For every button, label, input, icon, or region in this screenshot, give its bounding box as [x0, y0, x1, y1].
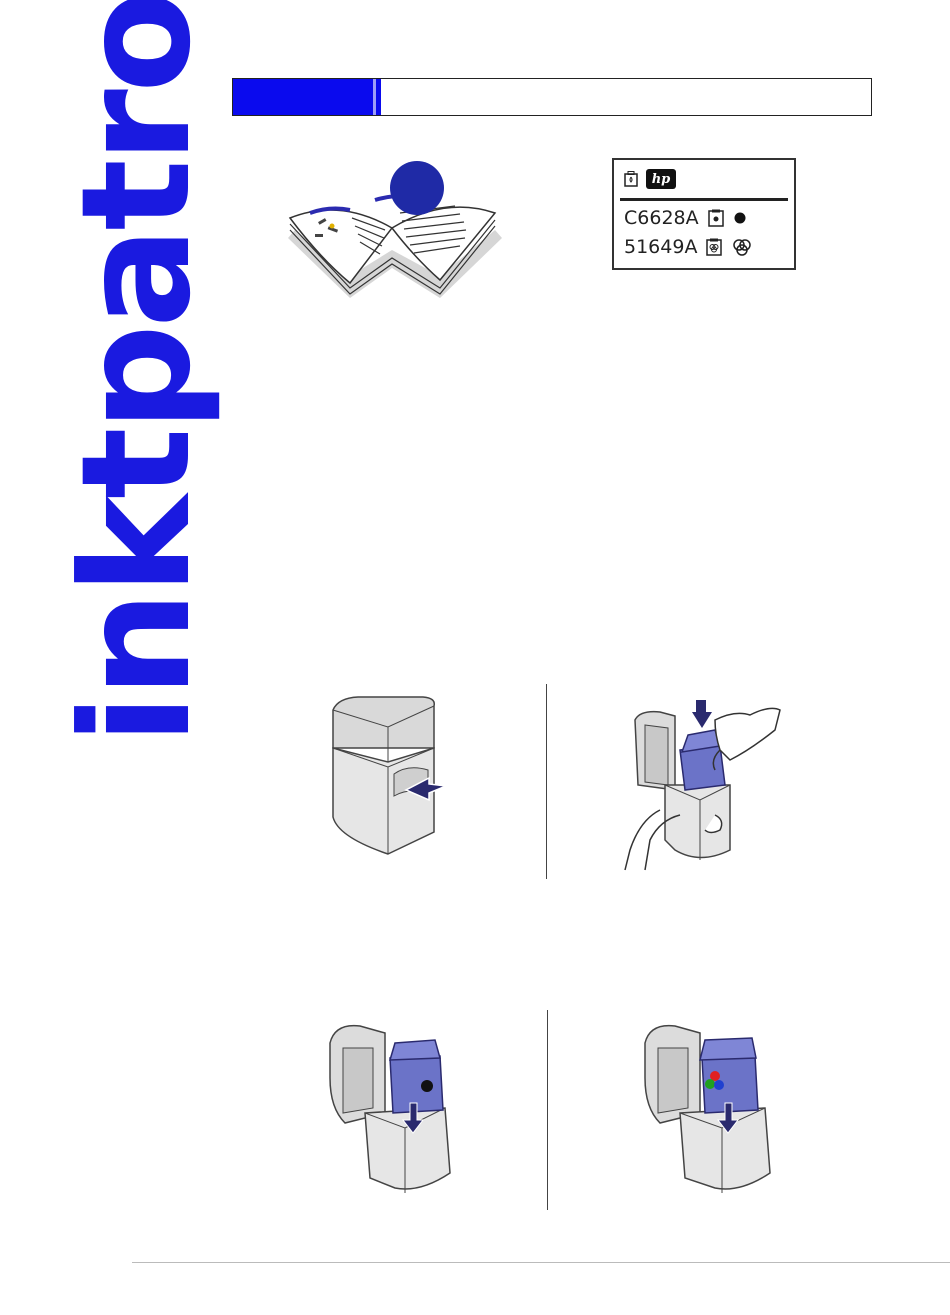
insert-black-cartridge-illustration [325, 1018, 455, 1198]
label-row-color: 51649A [624, 236, 753, 258]
color-ink-icon [731, 238, 753, 256]
insert-color-cartridge-illustration [640, 1018, 775, 1198]
label-row-black: C6628A [624, 207, 747, 229]
label-divider [620, 198, 788, 201]
part-number: C6628A [624, 207, 699, 229]
footer-rule [132, 1262, 950, 1263]
cartridge-label: hp C6628A 51649A [612, 158, 796, 270]
remove-cartridge-illustration [620, 690, 790, 875]
black-cartridge-icon [707, 209, 725, 227]
black-ink-icon [733, 211, 747, 225]
divider [547, 1010, 548, 1210]
section-title: inktpatronen [62, 45, 212, 745]
divider [546, 684, 547, 879]
label-header: hp [624, 168, 676, 190]
color-cartridge-icon [705, 238, 723, 256]
hp-logo: hp [646, 169, 676, 189]
cartridge-icon [624, 171, 638, 187]
closed-storage-illustration [328, 692, 458, 860]
section-header-bar [232, 78, 872, 116]
header-accent-block [233, 79, 381, 115]
part-number: 51649A [624, 236, 697, 258]
manual-book-illustration [280, 158, 505, 298]
